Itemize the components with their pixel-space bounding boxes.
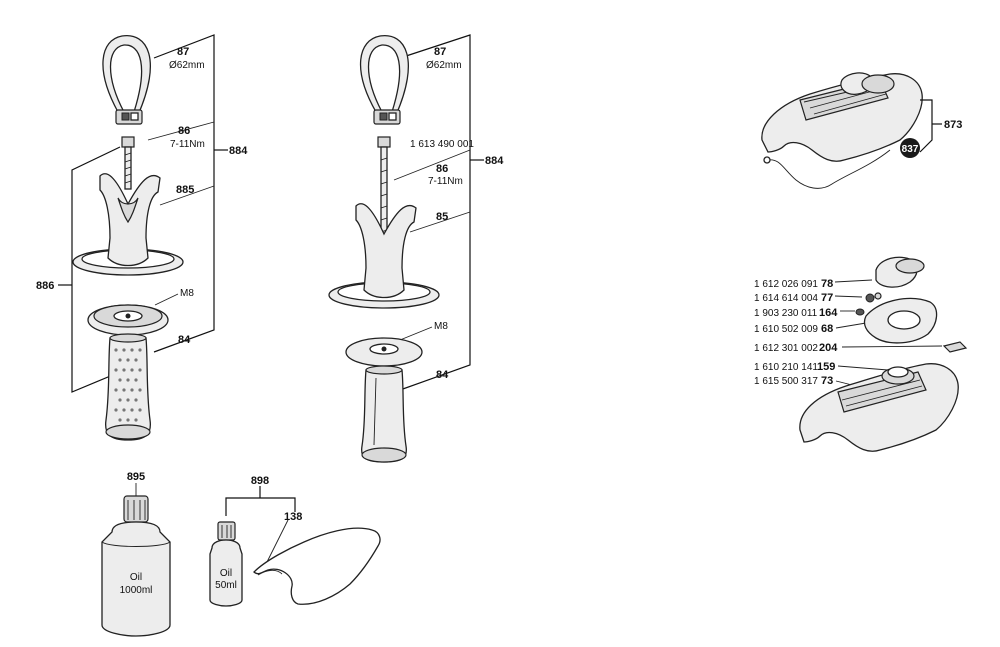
cover-part-ref-4: 204	[819, 342, 838, 354]
left-strap-ref: 87	[177, 46, 189, 58]
oil-small-label-line1: Oil	[220, 568, 232, 579]
cover-part-number-3: 1 610 502 009	[754, 324, 818, 335]
oil-small-label-line2: 50ml	[215, 580, 237, 591]
middle-group-ref: 884	[485, 155, 504, 167]
middle-strap-ref: 87	[434, 46, 446, 58]
cover-badge-circle	[900, 138, 920, 158]
oil-large-ref: 895	[127, 471, 145, 483]
left-side-bracket	[71, 146, 121, 393]
middle-handle-grip	[360, 365, 408, 463]
middle-handle-ref: 84	[436, 369, 449, 381]
middle-85-leader	[409, 211, 471, 233]
cover-part-number-0: 1 612 026 091	[754, 279, 818, 290]
oil-large-label-line2: 1000ml	[120, 585, 153, 596]
handle-grip	[104, 333, 152, 441]
middle-washer-disk	[345, 337, 423, 367]
left-strap-size: Ø62mm	[169, 60, 205, 71]
middle-torque: 7-11Nm	[428, 176, 463, 187]
washer-disk	[87, 304, 169, 336]
cover-bracket	[919, 99, 933, 153]
cover-parts-list: 1 612 026 091 78 1 614 614 004 77 1 903 …	[754, 278, 838, 387]
middle-collar	[328, 203, 440, 309]
collar	[72, 173, 184, 276]
strap-band	[102, 35, 152, 125]
left-handle-ref: 84	[178, 334, 191, 346]
cover-assembled: 837 873	[761, 72, 962, 189]
cover-part-ref-3: 68	[821, 323, 833, 335]
cover-part-ref-2: 164	[819, 307, 838, 319]
screw	[121, 136, 135, 190]
left-86-leader	[147, 121, 215, 141]
left-collar-ref: 885	[176, 184, 194, 196]
middle-bracket-line	[399, 34, 471, 391]
left-m8-leader	[154, 293, 179, 306]
middle-strap-band	[359, 35, 410, 125]
middle-handle-assembly: 87 Ø62mm 1 613 490 001 86 7-11Nm 884 85 …	[328, 34, 504, 463]
middle-long-screw	[377, 136, 391, 240]
middle-screw-ref: 86	[436, 163, 448, 175]
left-handle-assembly: 87 Ø62mm 86 7-11Nm 884 885 886 M8 84	[36, 34, 248, 441]
middle-screw-part-number: 1 613 490 001	[410, 139, 474, 150]
left-group-ref: 884	[229, 145, 248, 157]
cover-group-ref: 873	[944, 119, 962, 131]
cover-part-number-6: 1 615 500 317	[754, 376, 818, 387]
middle-m8-leader	[399, 326, 433, 341]
left-bracket-line	[153, 34, 215, 353]
middle-86-leader	[393, 149, 471, 181]
cover-part-ref-1: 77	[821, 292, 833, 304]
cover-part-number-2: 1 903 230 011	[754, 308, 818, 319]
cover-part-number-1: 1 614 614 004	[754, 293, 818, 304]
oil-kit-group-ref: 898	[251, 475, 269, 487]
cover-exploded-parts: 1 612 026 091 78 1 614 614 004 77 1 903 …	[754, 256, 968, 452]
middle-strap-size: Ø62mm	[426, 60, 462, 71]
middle-collar-ref: 85	[436, 211, 448, 223]
cover-part-ref-0: 78	[821, 278, 833, 290]
oil-large-label-line1: Oil	[130, 572, 142, 583]
left-side-group-ref: 886	[36, 280, 54, 292]
left-screw-ref: 86	[178, 125, 190, 137]
middle-nut-size: M8	[434, 321, 448, 332]
oil-kit: Oil 50ml 898 138	[209, 475, 381, 607]
cover-badge-ref: 837	[902, 144, 919, 155]
left-torque: 7-11Nm	[170, 139, 205, 150]
left-885-leader	[159, 185, 215, 206]
oil-kit-cloth-ref: 138	[284, 511, 302, 523]
oil-bottle-large: Oil 1000ml 895	[101, 471, 171, 637]
cleaning-cloth	[253, 527, 381, 605]
cover-part-number-4: 1 612 301 002	[754, 343, 818, 354]
cover-part-ref-6: 73	[821, 375, 833, 387]
left-nut-size: M8	[180, 288, 194, 299]
cover-part-number-5: 1 610 210 141	[754, 362, 818, 373]
cover-part-ref-5: 159	[817, 361, 835, 373]
